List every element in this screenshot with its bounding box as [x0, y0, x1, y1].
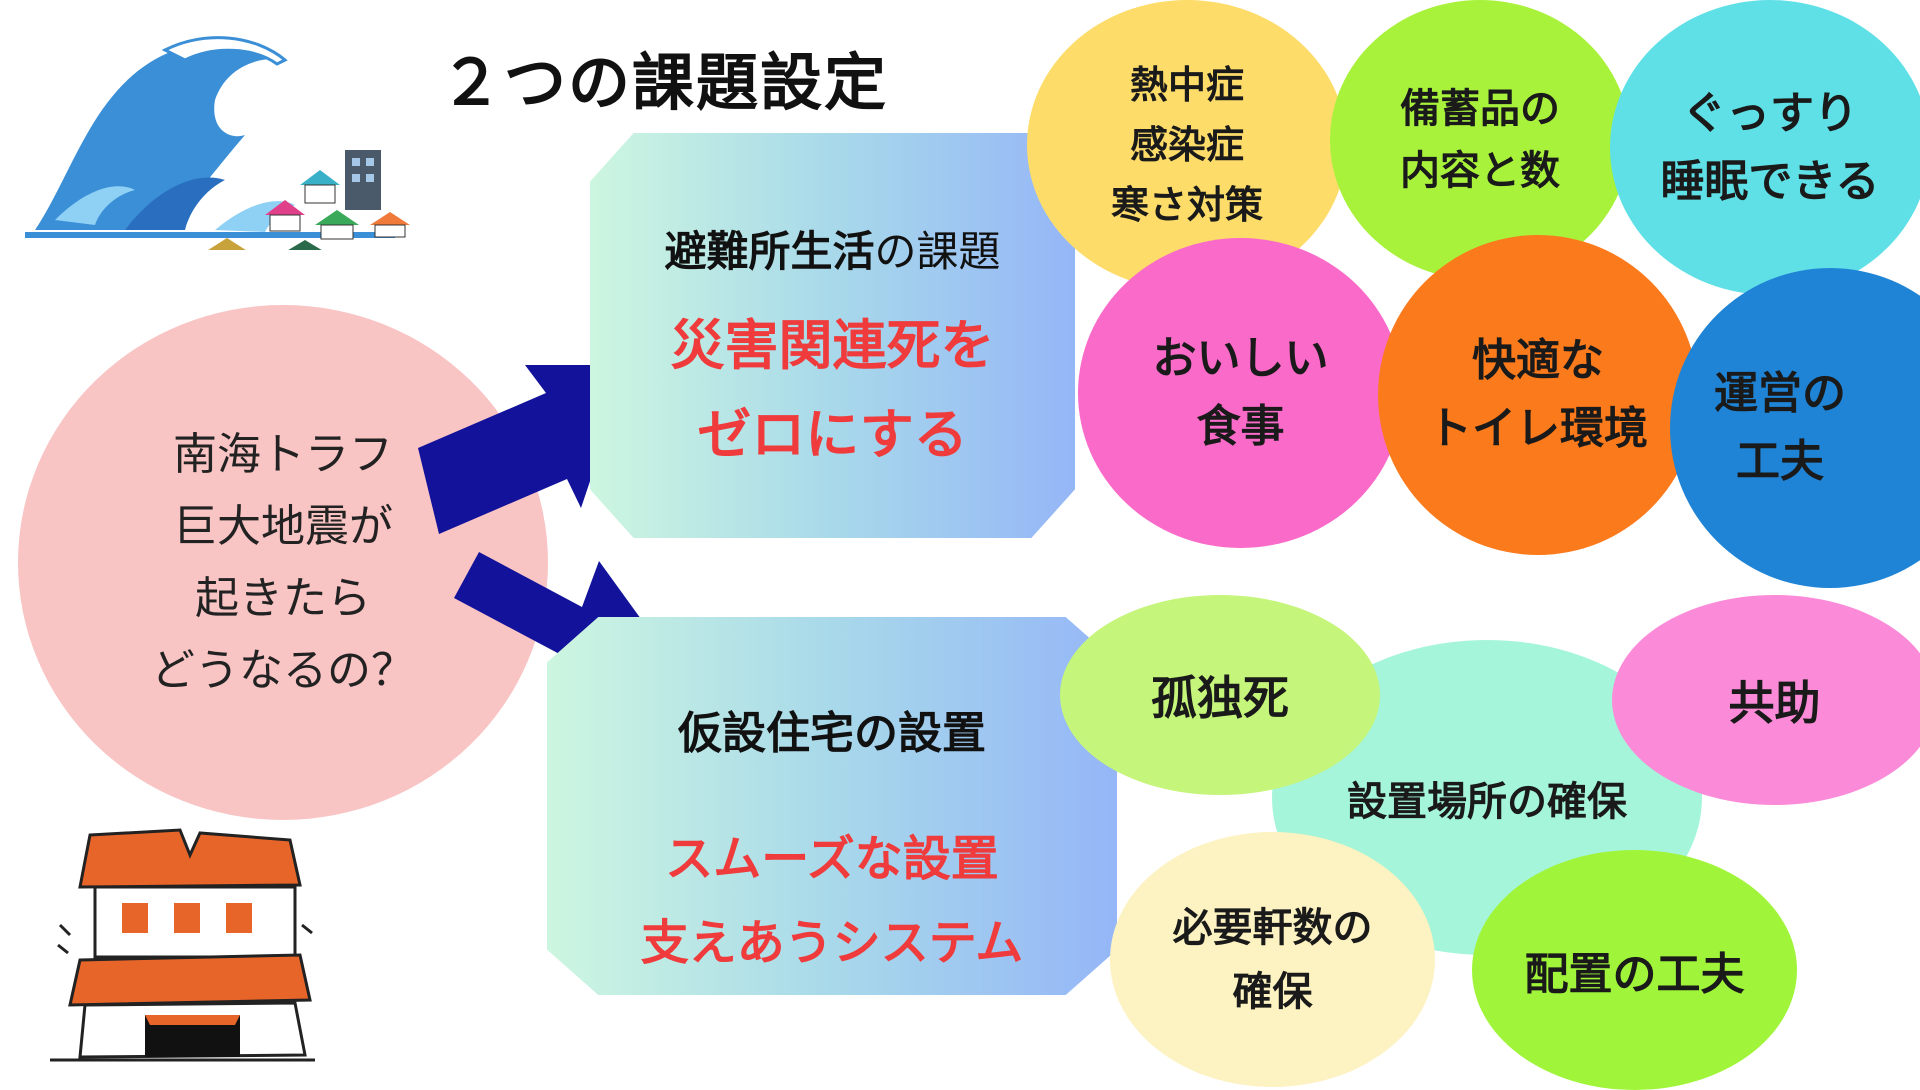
issue-line: 設置場所の確保: [1347, 778, 1627, 825]
page-title: ２つの課題設定: [440, 46, 889, 119]
housing-goal-line: 支えあうシステム: [640, 915, 1024, 971]
issue-lonely-death: 孤独死: [1060, 595, 1380, 795]
question-line: 南海トラフ: [173, 428, 393, 480]
issue-line: トイレ環境: [1428, 403, 1648, 454]
question-line: 起きたら: [195, 572, 371, 624]
issue-line: 工夫: [1736, 436, 1824, 487]
issue-required-units: 必要軒数の 確保: [1110, 832, 1435, 1087]
issue-line: 内容と数: [1400, 148, 1560, 194]
issue-line: 備蓄品の: [1400, 86, 1560, 132]
issue-line: ぐっすり: [1682, 87, 1858, 139]
question-circle: 南海トラフ 巨大地震が 起きたら どうなるの？: [18, 305, 548, 820]
issue-meals: おいしい 食事: [1078, 238, 1403, 548]
shelter-heading-suffix: の課題: [874, 227, 1001, 276]
issue-line: 必要軒数の: [1172, 904, 1373, 951]
issue-line: 熱中症: [1129, 63, 1244, 107]
issue-line: 共助: [1728, 676, 1821, 730]
housing-goal-line: スムーズな設置: [665, 831, 999, 887]
issue-toilets: 快適な トイレ環境: [1378, 235, 1698, 555]
shelter-topic-box: 避難所生活の課題 災害関連死を ゼロにする: [590, 133, 1075, 538]
issue-layout: 配置の工夫: [1472, 850, 1797, 1090]
issue-line: おいしい: [1152, 333, 1329, 384]
issue-line: 運営の: [1714, 368, 1846, 419]
shelter-goal-line: ゼロにする: [697, 403, 968, 466]
issue-heatstroke-infection-cold: 熱中症 感染症 寒さ対策: [1027, 0, 1347, 290]
issue-line: 快適な: [1472, 335, 1604, 386]
issue-line: 確保: [1232, 968, 1313, 1015]
question-line: どうなるの？: [151, 644, 415, 696]
shelter-goal-line: 災害関連死を: [670, 314, 995, 377]
question-line: 巨大地震が: [173, 500, 393, 552]
issue-line: 睡眠できる: [1660, 155, 1880, 207]
collapsed-house-illustration: [50, 828, 315, 1062]
issue-line: 寒さ対策: [1110, 183, 1263, 227]
issue-stockpile: 備蓄品の 内容と数: [1330, 0, 1630, 280]
issue-line: 食事: [1196, 401, 1285, 452]
shelter-heading-main: 避難所生活: [664, 227, 875, 276]
shelter-topic-heading: 避難所生活の課題: [590, 218, 1075, 279]
issue-mutual-aid: 共助: [1612, 595, 1920, 805]
issue-line: 孤独死: [1151, 671, 1289, 725]
issue-line: 配置の工夫: [1524, 949, 1745, 1000]
housing-topic-box: 仮設住宅の設置 スムーズな設置 支えあうシステム: [547, 617, 1117, 995]
housing-topic-heading: 仮設住宅の設置: [678, 708, 986, 759]
tsunami-wave-illustration: [25, 36, 410, 250]
issue-line: 感染症: [1129, 123, 1244, 167]
issue-sleep: ぐっすり 睡眠できる: [1610, 0, 1920, 295]
issue-management: 運営の 工夫: [1670, 268, 1920, 588]
